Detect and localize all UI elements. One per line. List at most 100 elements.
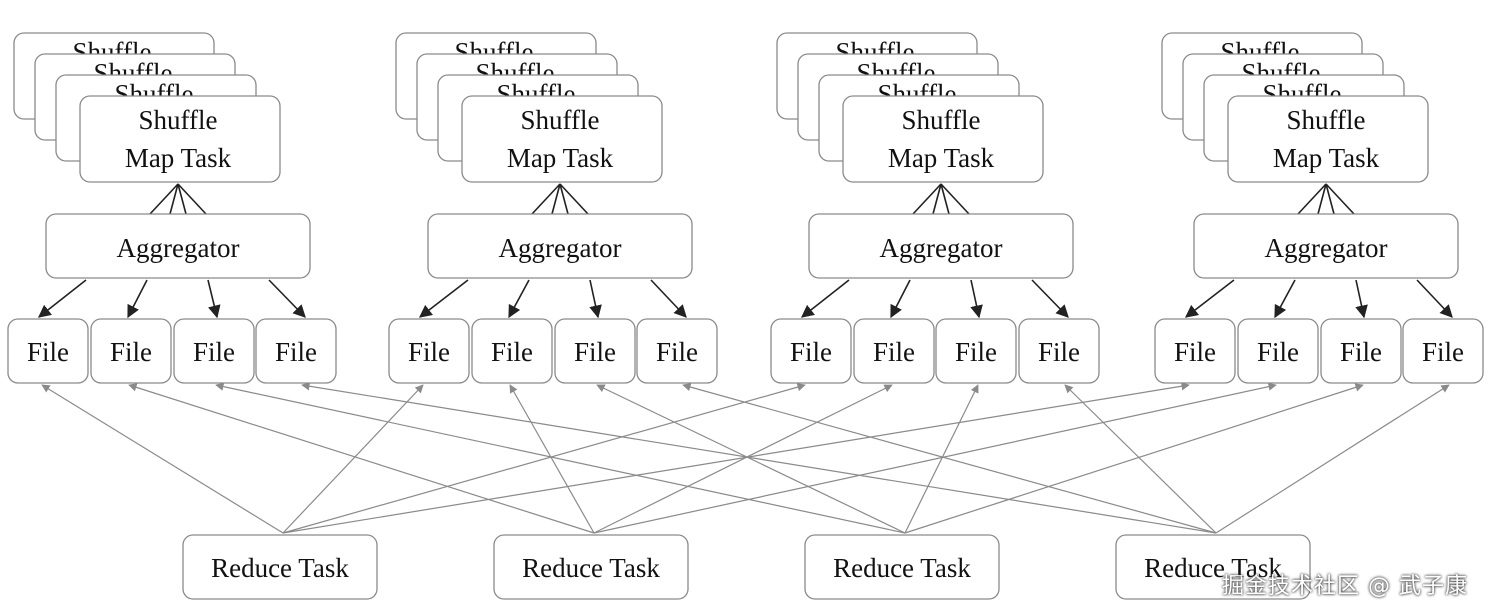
shuffle-stack-label: Shuffle xyxy=(115,79,194,109)
aggregator-to-file-arrow xyxy=(800,279,850,318)
file-box xyxy=(388,318,470,384)
aggregator-to-file-arrow xyxy=(1184,279,1235,318)
aggregator-box xyxy=(1193,213,1459,279)
aggregator-box xyxy=(427,213,693,279)
reduce-to-file-arrow xyxy=(509,384,595,534)
map-to-aggregator-line xyxy=(1297,183,1327,215)
map-to-aggregator-line xyxy=(912,183,942,215)
shuffle-map-task-box xyxy=(842,95,1044,183)
reduce-to-file-arrow xyxy=(215,382,906,534)
map-to-aggregator-line xyxy=(1325,183,1355,215)
edges-layer xyxy=(37,183,1453,534)
shuffle-map-task-line2: Map Task xyxy=(1273,143,1380,173)
shuffle-stack-label: Shuffle xyxy=(1221,37,1300,67)
aggregator-to-file-arrow xyxy=(268,279,306,318)
file-box xyxy=(554,318,636,384)
aggregator-to-file-arrow xyxy=(1355,279,1368,319)
shuffle-map-task-box xyxy=(79,95,281,183)
aggregator-to-file-arrow xyxy=(970,279,983,319)
file-label: File xyxy=(110,337,152,367)
file-box xyxy=(90,318,172,384)
reduce-to-file-arrow xyxy=(282,382,1190,534)
file-label: File xyxy=(491,337,533,367)
aggregator-box xyxy=(808,213,1074,279)
aggregator-to-file-arrow xyxy=(1031,279,1069,318)
reduce-task-label: Reduce Task xyxy=(522,553,660,583)
shuffle-stack-label: Shuffle xyxy=(857,58,936,88)
map-to-aggregator-line xyxy=(559,183,569,215)
shuffle-stack-label: Shuffle xyxy=(94,58,173,88)
shuffle-stack-label: Shuffle xyxy=(455,37,534,67)
file-label: File xyxy=(1038,337,1080,367)
aggregator-to-file-arrow xyxy=(589,279,602,319)
map-to-aggregator-line xyxy=(177,183,207,215)
file-box xyxy=(173,318,255,384)
map-to-aggregator-line xyxy=(932,183,942,215)
aggregator-label: Aggregator xyxy=(499,233,622,263)
file-box xyxy=(255,318,337,384)
aggregator-to-file-arrow xyxy=(1416,279,1453,318)
reduce-to-file-arrow xyxy=(904,383,1364,534)
map-to-aggregator-line xyxy=(559,183,589,215)
reduce-task-box xyxy=(493,534,689,600)
reduce-to-file-arrow xyxy=(301,382,1217,534)
aggregator-label: Aggregator xyxy=(117,233,240,263)
shuffle-map-task-line1: Shuffle xyxy=(902,105,981,135)
map-to-aggregator-line xyxy=(531,183,561,215)
shuffle-map-task-line2: Map Task xyxy=(888,143,995,173)
file-label: File xyxy=(275,337,317,367)
aggregator-to-file-arrow xyxy=(37,279,87,318)
shuffle-map-task-line2: Map Task xyxy=(125,143,232,173)
file-label: File xyxy=(1174,337,1216,367)
reduce-to-file-arrow xyxy=(282,384,424,534)
file-label: File xyxy=(1257,337,1299,367)
reduce-to-file-arrow xyxy=(41,384,284,534)
shuffle-map-task-box xyxy=(1227,95,1429,183)
shuffle-map-task-line1: Shuffle xyxy=(521,105,600,135)
reduce-to-file-arrow xyxy=(682,382,1217,534)
file-label: File xyxy=(27,337,69,367)
shuffle-stack-label: Shuffle xyxy=(1242,58,1321,88)
map-to-aggregator-line xyxy=(169,183,179,215)
aggregator-to-file-arrow xyxy=(890,279,911,319)
file-box xyxy=(1237,318,1319,384)
shuffle-map-task-box xyxy=(461,95,663,183)
shuffle-map-task-line2: Map Task xyxy=(507,143,614,173)
reduce-task-label: Reduce Task xyxy=(1144,553,1282,583)
file-box xyxy=(853,318,935,384)
aggregator-to-file-arrow xyxy=(418,279,469,318)
map-to-aggregator-line xyxy=(551,183,561,215)
shuffle-stack-label: Shuffle xyxy=(836,37,915,67)
map-to-aggregator-line xyxy=(940,183,970,215)
aggregator-to-file-arrow xyxy=(508,279,530,319)
file-box xyxy=(7,318,89,384)
reduce-to-file-arrow xyxy=(1064,384,1217,534)
aggregator-to-file-arrow xyxy=(207,279,221,319)
aggregator-to-file-arrow xyxy=(650,279,687,318)
shuffle-map-task-line1: Shuffle xyxy=(139,105,218,135)
reduce-task-box xyxy=(182,534,378,600)
reduce-to-file-arrow xyxy=(282,383,806,534)
map-to-aggregator-line xyxy=(1317,183,1327,215)
file-label: File xyxy=(574,337,616,367)
file-label: File xyxy=(1422,337,1464,367)
file-box xyxy=(770,318,852,384)
reduce-to-file-arrow xyxy=(593,384,893,534)
file-box xyxy=(1320,318,1402,384)
map-to-aggregator-line xyxy=(940,183,950,215)
aggregator-to-file-arrow xyxy=(127,279,148,319)
shuffle-stack-label: Shuffle xyxy=(878,79,957,109)
aggregator-to-file-arrow xyxy=(1274,279,1296,319)
reduce-to-file-arrow xyxy=(128,383,595,534)
file-box xyxy=(1018,318,1100,384)
shuffle-stack-label: Shuffle xyxy=(476,58,555,88)
file-label: File xyxy=(408,337,450,367)
map-to-aggregator-line xyxy=(149,183,179,215)
map-to-aggregator-line xyxy=(1325,183,1335,215)
reduce-to-file-arrow xyxy=(904,384,979,534)
